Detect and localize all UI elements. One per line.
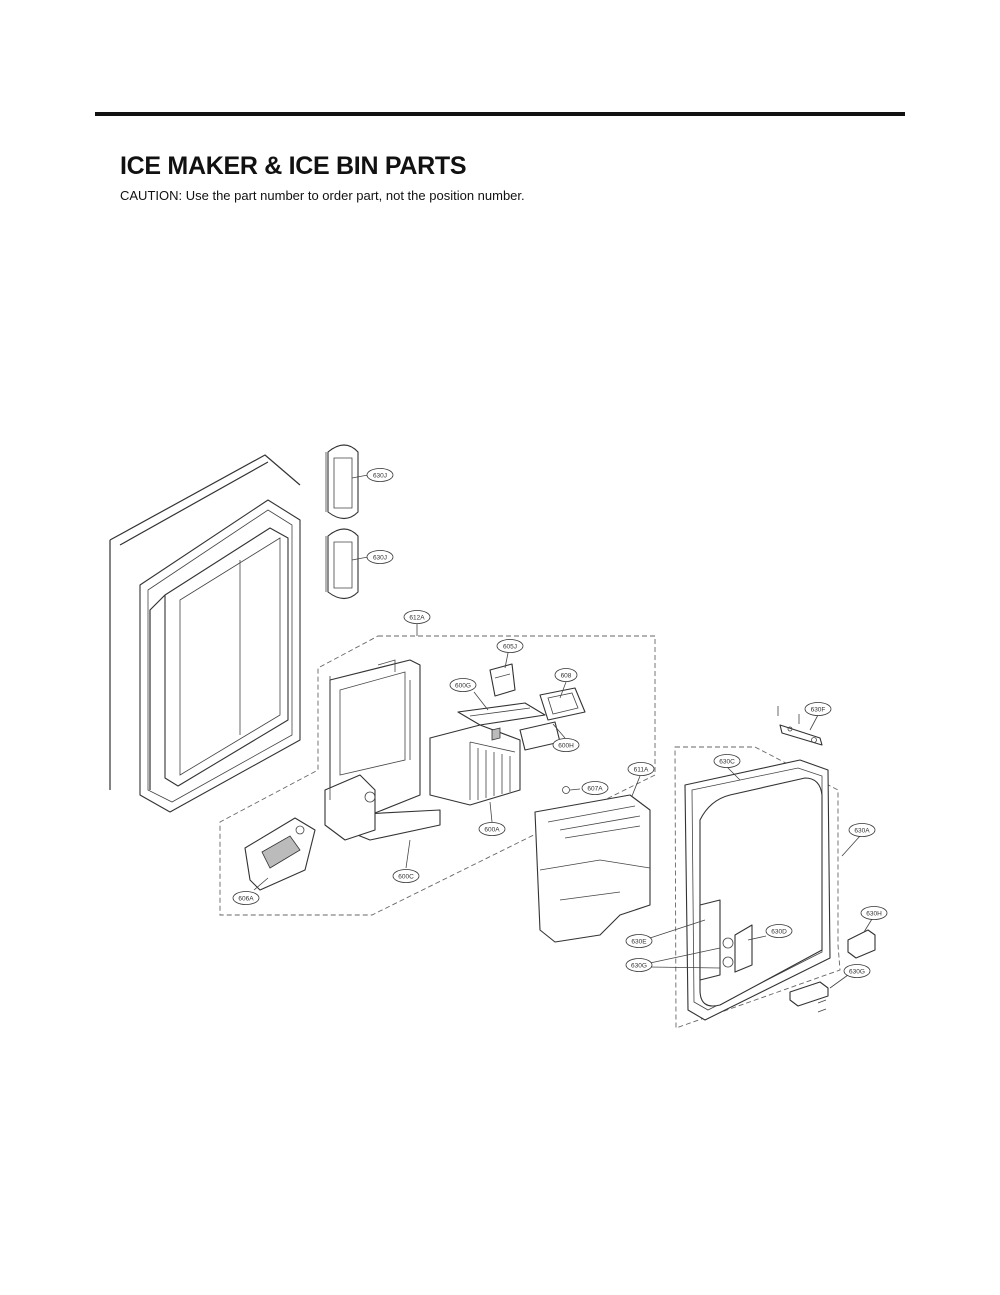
callout-label: 608	[561, 673, 572, 680]
callout-630C: 630C	[713, 754, 741, 768]
ice-bin	[534, 786, 651, 943]
callout-label: 630H	[866, 911, 882, 918]
callout-label: 600A	[484, 827, 500, 834]
callout-600C: 600C	[392, 869, 420, 883]
ice-crusher-lever	[244, 817, 316, 891]
callout-600A: 600A	[478, 822, 506, 836]
hinge-cap-lower	[325, 528, 359, 600]
callout-label: 600C	[398, 874, 414, 881]
callout-600H: 600H	[552, 738, 580, 752]
leader-lines	[253, 474, 873, 989]
callout-label: 630G	[631, 963, 647, 970]
callout-label: 606A	[238, 896, 254, 903]
callout-630G-right: 630G	[843, 964, 871, 978]
sensor-pad	[539, 687, 586, 721]
lower-hinge-bracket	[789, 981, 829, 1013]
callout-630D: 630D	[765, 924, 793, 938]
control-cover	[457, 663, 546, 726]
hinge-bracket-top	[777, 706, 823, 746]
callout-label: 612A	[409, 615, 425, 622]
callout-630G-left: 630G	[625, 958, 653, 972]
callout-608: 608	[554, 668, 578, 682]
callout-607A: 607A	[581, 781, 609, 795]
callout-611A: 611A	[627, 762, 655, 776]
callout-605J: 605J	[496, 639, 524, 653]
callout-label: 600H	[558, 743, 574, 750]
callout-label: 630J	[373, 555, 387, 562]
hinge-cap-upper	[325, 444, 359, 520]
callout-label: 630J	[373, 473, 387, 480]
callout-606A: 606A	[232, 891, 260, 905]
callout-label: 605J	[503, 644, 517, 651]
ice-door	[684, 759, 831, 1021]
caution-note: CAUTION: Use the part number to order pa…	[120, 188, 525, 203]
callout-600G: 600G	[449, 678, 477, 692]
callout-630A: 630A	[848, 823, 876, 837]
callout-630E: 630E	[625, 934, 653, 948]
ice-door-boundary	[674, 746, 841, 1029]
page-title: ICE MAKER & ICE BIN PARTS	[120, 152, 467, 180]
callout-label: 630C	[719, 759, 735, 766]
callout-label: 630E	[631, 939, 647, 946]
callout-612A: 612A	[403, 610, 431, 624]
ice-maker-unit	[429, 724, 521, 806]
callout-label: 630G	[849, 969, 865, 976]
callout-630J-lower: 630J	[366, 550, 394, 564]
callout-label: 630F	[811, 707, 826, 714]
callout-label: 600G	[455, 683, 471, 690]
callout-label: 607A	[587, 786, 603, 793]
callout-630H: 630H	[860, 906, 888, 920]
icemaker-assembly-boundary	[219, 635, 656, 916]
icemaker-bracket	[324, 659, 441, 841]
callout-label: 611A	[634, 767, 649, 774]
callout-630J-upper: 630J	[366, 468, 394, 482]
callout-label: 630A	[854, 828, 870, 835]
callout-630F: 630F	[804, 702, 832, 716]
door-stopper	[847, 929, 876, 959]
callout-label: 630D	[771, 929, 787, 936]
header-rule	[95, 112, 905, 116]
door-liner	[109, 454, 301, 813]
